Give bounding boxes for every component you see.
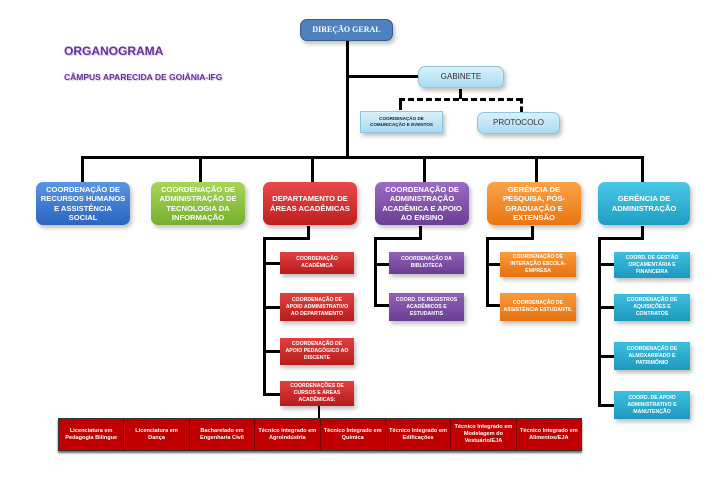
node-label: DEPARTAMENTO DE ÁREAS ACADÊMICAS xyxy=(270,194,350,213)
connector-line xyxy=(307,226,310,239)
connector-line xyxy=(374,304,390,307)
sub-gestao-orcamentaria[interactable]: COORD. DE GESTÃO ORÇAMENTÁRIA E FINANCEI… xyxy=(614,252,690,278)
node-label: DIREÇÃO GERAL xyxy=(312,25,381,35)
connector-line xyxy=(641,226,644,239)
connector-line xyxy=(423,156,426,183)
course-cell[interactable]: Licenciatura em Dança xyxy=(124,419,190,450)
chart-title: ORGANOGRAMA xyxy=(64,44,164,58)
connector-line xyxy=(598,263,614,266)
node-label: COORDENAÇÃO DE RECURSOS HUMANOS E ASSIST… xyxy=(40,184,126,223)
chart-subtitle: CÂMPUS APARECIDA DE GOIÂNIA-IFG xyxy=(64,72,223,82)
connector-line xyxy=(263,350,281,353)
node-comunicacao-eventos[interactable]: COORDENAÇÃO DE COMUNICAÇÃO E EVENTOS xyxy=(360,111,443,133)
sub-biblioteca[interactable]: COORDENAÇÃO DA BIBLIOTECA xyxy=(389,252,464,274)
node-label: COORDENAÇÃO DE ADMINISTRAÇÃO DE TECNOLOG… xyxy=(159,184,237,223)
connector-line xyxy=(263,237,266,395)
connector-line xyxy=(598,237,644,240)
node-label: COORDENAÇÃO DE ALMOXARIFADO E PATRIMÔNIO xyxy=(626,345,678,366)
node-label: GERÊNCIA DE PESQUISA, PÓS-GRADUAÇÃO E EX… xyxy=(502,184,566,223)
connector-line xyxy=(263,262,281,265)
course-cell[interactable]: Bacharelado em Engenharia Civil xyxy=(190,419,256,450)
node-label: COORD. DE APOIO ADMINISTRATIVO E MANUTEN… xyxy=(627,394,677,415)
unit-departamento-areas-academicas[interactable]: DEPARTAMENTO DE ÁREAS ACADÊMICAS xyxy=(263,182,357,225)
connector-line xyxy=(531,226,534,239)
unit-recursos-humanos[interactable]: COORDENAÇÃO DE RECURSOS HUMANOS E ASSIST… xyxy=(36,182,130,225)
connector-line xyxy=(311,156,314,183)
unit-tecnologia-informacao[interactable]: COORDENAÇÃO DE ADMINISTRAÇÃO DE TECNOLOG… xyxy=(151,182,245,225)
course-cell[interactable]: Técnico Integrado em Modelagem do Vestuá… xyxy=(451,419,517,450)
sub-coordenacoes-cursos[interactable]: COORDENAÇÕES DE CURSOS E ÁREAS ACADÊMICA… xyxy=(280,381,354,406)
connector-line xyxy=(263,306,281,309)
unit-gerencia-administracao[interactable]: GERÊNCIA DE ADMINISTRAÇÃO xyxy=(598,182,690,225)
node-label: COORDENAÇÃO DE AQUISIÇÕES E CONTRATOS xyxy=(626,297,678,317)
node-protocolo[interactable]: PROTOCOLO xyxy=(477,112,560,134)
sub-apoio-administrativo-manutencao[interactable]: COORD. DE APOIO ADMINISTRATIVO E MANUTEN… xyxy=(614,391,690,419)
sub-interacao-escola-empresa[interactable]: COORDENAÇÃO DE INTERAÇÃO ESCOLA-EMPRESA xyxy=(500,252,576,277)
sub-aquisicoes-contratos[interactable]: COORDENAÇÃO DE AQUISIÇÕES E CONTRATOS xyxy=(614,294,690,321)
connector-line xyxy=(598,306,614,309)
connector-line xyxy=(486,237,489,307)
connector-line xyxy=(81,156,643,159)
node-label: COORDENAÇÃO DA BIBLIOTECA xyxy=(401,256,452,269)
sub-assistencia-estudantil[interactable]: COORDENAÇÃO DE ASSISTÊNCIA ESTUDANTIL xyxy=(500,293,576,321)
node-label: COORDENAÇÕES DE CURSOS E ÁREAS ACADÊMICA… xyxy=(290,383,344,403)
connector-line xyxy=(346,40,349,157)
node-label: COORDENAÇÃO DE INTERAÇÃO ESCOLA-EMPRESA xyxy=(510,254,566,274)
course-cell[interactable]: Técnico Integrado em Edificações xyxy=(386,419,452,450)
connector-line xyxy=(374,237,377,307)
node-label: PROTOCOLO xyxy=(493,118,544,128)
connector-line xyxy=(641,156,644,183)
connector-dashed xyxy=(399,98,402,110)
sub-apoio-administrativo-departamento[interactable]: COORDENAÇÃO DE APOIO ADMINISTRATIVO AO D… xyxy=(280,293,354,321)
connector-line xyxy=(535,156,538,183)
connector-line xyxy=(346,75,418,78)
sub-coordenacao-academica[interactable]: COORDENAÇÃO ACADÊMICA xyxy=(280,252,354,274)
unit-pesquisa-pos-graduacao[interactable]: GERÊNCIA DE PESQUISA, PÓS-GRADUAÇÃO E EX… xyxy=(487,182,581,225)
node-label: GERÊNCIA DE ADMINISTRAÇÃO xyxy=(611,194,677,213)
node-label: COORD. DE GESTÃO ORÇAMENTÁRIA E FINANCEI… xyxy=(625,254,679,275)
node-label: GABINETE xyxy=(440,72,482,82)
connector-line xyxy=(374,237,422,240)
course-cell[interactable]: Licenciatura em Pedagogia Bilíngue xyxy=(59,419,125,450)
connector-line xyxy=(263,393,281,396)
connector-line xyxy=(419,226,422,239)
courses-table: Licenciatura em Pedagogia Bilíngue Licen… xyxy=(58,418,582,451)
connector-dashed xyxy=(399,98,522,101)
connector-line xyxy=(374,263,390,266)
node-gabinete[interactable]: GABINETE xyxy=(418,66,504,88)
node-label: COORDENAÇÃO DE COMUNICAÇÃO E EVENTOS xyxy=(370,116,433,127)
connector-line xyxy=(598,355,614,358)
node-label: COORDENAÇÃO DE APOIO PEDAGÓGICO AO DISCE… xyxy=(285,341,349,361)
connector-line xyxy=(486,237,534,240)
unit-administracao-academica[interactable]: COORDENAÇÃO DE ADMINISTRAÇÃO ACADÊMICA E… xyxy=(375,182,469,225)
course-cell[interactable]: Técnico Integrado em Química xyxy=(321,419,386,450)
sub-registros-academicos[interactable]: COORD. DE REGISTROS ACADÊMICOS E ESTUDAN… xyxy=(389,293,464,321)
connector-line xyxy=(598,237,601,407)
node-direcao-geral[interactable]: DIREÇÃO GERAL xyxy=(300,19,393,41)
connector-line xyxy=(81,156,84,183)
sub-apoio-pedagogico-discente[interactable]: COORDENAÇÃO DE APOIO PEDAGÓGICO AO DISCE… xyxy=(280,338,354,365)
node-label: COORD. DE REGISTROS ACADÊMICOS E ESTUDAN… xyxy=(395,296,458,317)
course-cell[interactable]: Técnico Integrado em Alimentos/EJA xyxy=(519,427,578,441)
course-cell[interactable]: Técnico Integrado em Agroindústria xyxy=(255,419,321,450)
connector-line xyxy=(486,263,502,266)
connector-line xyxy=(598,404,614,407)
connector-dashed xyxy=(459,89,462,99)
node-label: COORDENAÇÃO DE ASSISTÊNCIA ESTUDANTIL xyxy=(503,300,573,313)
sub-almoxarifado-patrimonio[interactable]: COORDENAÇÃO DE ALMOXARIFADO E PATRIMÔNIO xyxy=(614,342,690,370)
node-label: COORDENAÇÃO DE APOIO ADMINISTRATIVO AO D… xyxy=(285,296,349,317)
node-label: COORDENAÇÃO ACADÊMICA xyxy=(296,256,338,269)
node-label: COORDENAÇÃO DE ADMINISTRAÇÃO ACADÊMICA E… xyxy=(382,184,462,223)
connector-line xyxy=(263,237,310,240)
connector-line xyxy=(486,304,502,307)
connector-line xyxy=(318,405,320,418)
connector-dashed xyxy=(520,98,523,112)
connector-line xyxy=(199,156,202,183)
